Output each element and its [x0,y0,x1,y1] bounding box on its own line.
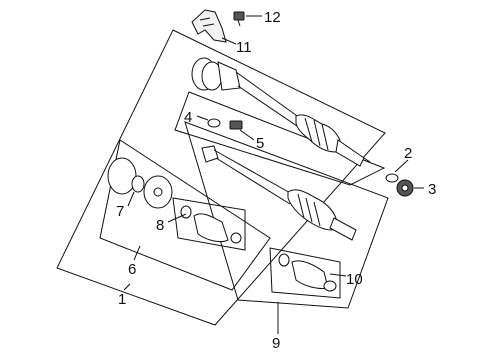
box-8-outline [172,197,246,251]
leader-1 [123,283,131,291]
bolt-part-12 [233,11,245,27]
leader-4 [196,115,209,121]
lower-drive-shaft [201,145,357,241]
callout-12: 12 [264,9,281,26]
leader-7 [127,191,135,207]
boot-kit-part-8 [180,205,242,244]
callout-8: 8 [156,217,164,234]
bolt-part-5 [229,120,243,130]
callout-9: 9 [272,335,280,352]
washer-part-2 [385,173,399,183]
callout-10: 10 [346,271,363,288]
box-10-outline [269,247,341,299]
callout-3: 3 [428,181,436,198]
leader-6 [133,245,141,261]
callout-6: 6 [128,261,136,278]
leader-10 [329,273,347,277]
leader-8 [167,213,187,223]
callout-7: 7 [116,203,124,220]
box-upper-shaft-outline [174,91,386,186]
nut-part-3 [396,179,414,197]
box-1-outline [56,29,386,326]
leader-11 [221,37,237,45]
boot-kit-part-10 [278,253,337,292]
callout-2: 2 [404,145,412,162]
callout-1: 1 [118,291,126,308]
heat-shield-part-11 [191,9,227,43]
callout-11: 11 [236,39,252,56]
callout-4: 4 [184,109,192,126]
snap-ring-part-4 [207,118,221,128]
callout-5: 5 [256,135,264,152]
leader-5 [239,129,255,141]
inner-joint-part-7 [107,157,173,209]
upper-drive-shaft [191,57,371,167]
leader-2 [394,159,409,173]
